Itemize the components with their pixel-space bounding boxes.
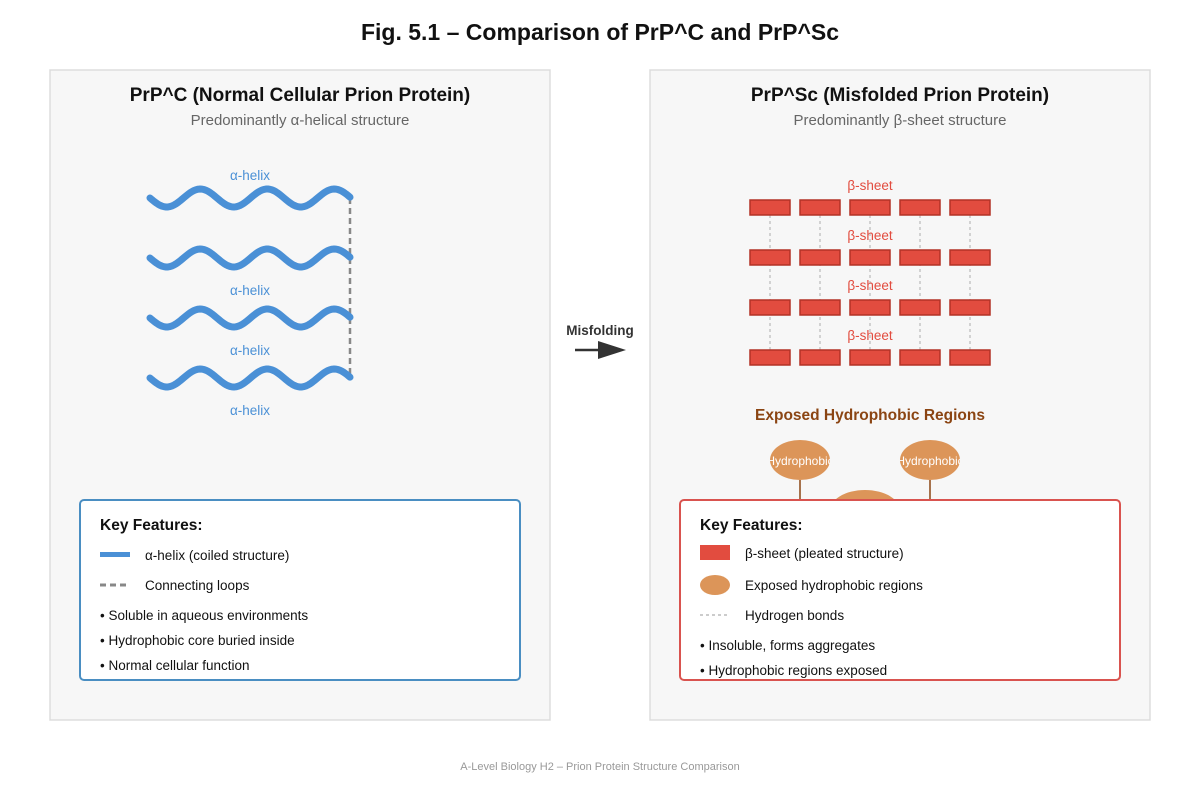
left-panel: PrP^C (Normal Cellular Prion Protein) Pr…	[49, 69, 551, 721]
figure-title: Fig. 5.1 – Comparison of PrP^C and PrP^S…	[361, 19, 839, 45]
helix-legend-swatch	[100, 552, 130, 557]
beta-strand	[799, 199, 841, 216]
misfolding-label: Misfolding	[566, 323, 634, 338]
beta-strand	[899, 249, 941, 266]
alpha-helix	[146, 245, 354, 271]
alpha-helix	[146, 185, 354, 211]
right-panel: PrP^Sc (Misfolded Prion Protein) Predomi…	[649, 69, 1151, 721]
beta-strand	[899, 299, 941, 316]
beta-strand	[749, 249, 791, 266]
left-key-bullet: • Soluble in aqueous environments	[100, 608, 308, 623]
loop-legend-label: Connecting loops	[145, 578, 250, 593]
beta-strand	[799, 349, 841, 366]
alpha-helix	[146, 305, 354, 331]
beta-strand	[899, 199, 941, 216]
left-key-box-frame	[79, 499, 521, 681]
misfolding-arrow: Misfolding	[566, 323, 634, 359]
sheet-legend-swatch	[700, 545, 730, 560]
helix-group	[146, 185, 354, 391]
right-panel-title: PrP^Sc (Misfolded Prion Protein)	[751, 85, 1049, 106]
beta-strand	[799, 299, 841, 316]
hydrophobic-region	[770, 440, 830, 480]
helix-label: α-helix	[230, 403, 270, 418]
sheet-label: β-sheet	[847, 278, 893, 293]
beta-strand	[849, 349, 891, 366]
right-key-bullet: • Insoluble, forms aggregates	[700, 638, 875, 653]
beta-strand	[749, 349, 791, 366]
left-key-box: Key Features: α-helix (coiled structure)…	[79, 499, 521, 681]
hydrophobic-region	[900, 440, 960, 480]
beta-strand	[849, 249, 891, 266]
hydrophobic-label: Hydrophobic	[766, 454, 833, 468]
beta-strand	[749, 299, 791, 316]
beta-strand	[749, 199, 791, 216]
hydrophobic-title: Exposed Hydrophobic Regions	[755, 407, 985, 424]
hydrophobic-legend-label: Exposed hydrophobic regions	[745, 578, 923, 593]
left-panel-title: PrP^C (Normal Cellular Prion Protein)	[130, 85, 471, 106]
hydrophobic-legend-swatch	[700, 575, 730, 595]
alpha-helix	[146, 365, 354, 391]
right-key-heading: Key Features:	[700, 517, 803, 534]
left-key-bullet: • Normal cellular function	[100, 658, 250, 673]
helix-legend-label: α-helix (coiled structure)	[145, 548, 289, 563]
left-key-heading: Key Features:	[100, 517, 203, 534]
sheet-group	[749, 199, 991, 366]
figure-footer: A-Level Biology H2 – Prion Protein Struc…	[460, 761, 739, 773]
hydrogen-bonds	[769, 215, 971, 350]
right-key-box: Key Features: β-sheet (pleated structure…	[679, 499, 1121, 681]
beta-strand	[849, 299, 891, 316]
left-key-bullet: • Hydrophobic core buried inside	[100, 633, 295, 648]
beta-strand	[799, 249, 841, 266]
beta-strand	[949, 349, 991, 366]
beta-strand	[899, 349, 941, 366]
sheet-label: β-sheet	[847, 328, 893, 343]
right-key-bullet: • Hydrophobic regions exposed	[700, 663, 887, 678]
beta-strand	[949, 199, 991, 216]
arrow-head-icon	[598, 341, 626, 359]
right-key-box-frame	[679, 499, 1121, 681]
hydrophobic-label: Hydrophobic	[896, 454, 963, 468]
beta-strand	[949, 299, 991, 316]
hbond-legend-label: Hydrogen bonds	[745, 608, 844, 623]
right-panel-subtitle: Predominantly β-sheet structure	[794, 112, 1007, 129]
sheet-label: β-sheet	[847, 178, 893, 193]
sheet-label: β-sheet	[847, 228, 893, 243]
sheet-legend-label: β-sheet (pleated structure)	[745, 546, 904, 561]
beta-strand	[949, 249, 991, 266]
left-panel-subtitle: Predominantly α-helical structure	[191, 112, 410, 129]
beta-strand	[849, 199, 891, 216]
helix-label: α-helix	[230, 283, 270, 298]
helix-label: α-helix	[230, 168, 270, 183]
helix-label: α-helix	[230, 343, 270, 358]
